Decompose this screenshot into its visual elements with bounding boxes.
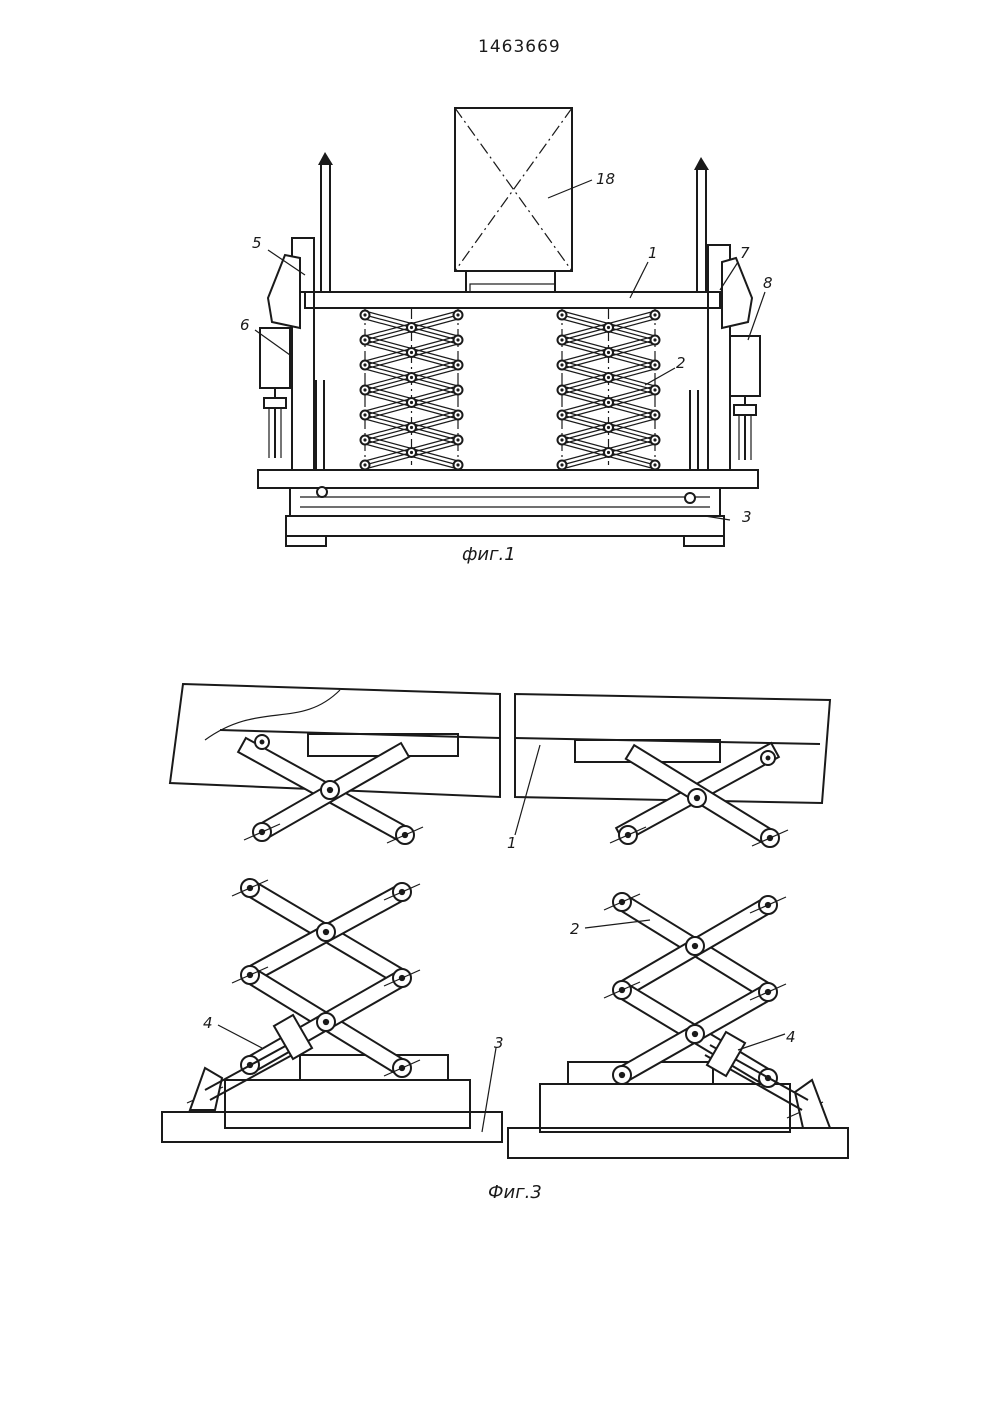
fig3-label-2: 2 [570,920,580,938]
upper-platform-1 [300,291,725,309]
fig3-label-3: 3 [494,1034,504,1052]
scissor-pivot-center [560,313,564,317]
label-8: 8 [763,274,773,292]
pin-axis-mark [749,983,787,1001]
link-pivot-center [326,786,334,794]
pin-axis-mark [231,966,269,984]
scissor-pivot-center [456,388,460,392]
fig3-label-4-right: 4 [786,1028,796,1046]
scissor-pivot-center [363,388,367,392]
scissor-pivot-center [409,350,414,355]
scissor-pivot-center [653,363,657,367]
scissor-pivot-center [363,438,367,442]
load-box-18 [454,107,573,293]
link-pivot-center [765,755,771,761]
fig3-leaders [217,744,786,1133]
link-pivot-center [693,794,701,802]
guide-rods [315,152,709,470]
scissor-pivot-center [456,413,460,417]
label-1: 1 [648,244,658,262]
scissor-pivot-center [606,400,611,405]
pin-axis-mark [749,896,787,914]
link-pivot-center [322,1018,330,1026]
fig1-leaders [254,179,766,521]
link-pivot-center [691,1030,699,1038]
scissor-pivot-center [409,375,414,380]
scissor-pivot-center [560,388,564,392]
scissor-pivot-center [606,425,611,430]
fig3-label-1: 1 [507,834,517,852]
cylinders [259,327,761,460]
scissor-pivot-center [456,463,460,467]
pin-axis-mark [231,879,269,897]
scissor-pivot-center [606,350,611,355]
scissor-pivot-center [409,450,414,455]
link-pivot-center [259,739,265,745]
scissor-pivot-center [560,363,564,367]
pin-axis-mark [609,826,647,844]
scissor-pivot-center [653,438,657,442]
actuators-4 [188,1013,832,1129]
scissor-pivot-center [456,363,460,367]
scissor-pivot-center [606,325,611,330]
patent-number: 1463669 [478,37,561,57]
scissor-pivot-center [653,463,657,467]
pin-axis-mark [751,829,789,847]
scissor-pivot-center [606,450,611,455]
scissor-pivot-center [363,313,367,317]
pin-axis-mark [386,826,424,844]
scissor-pivot-center [456,338,460,342]
scissor-pivot-center [363,363,367,367]
figure-1-caption: фиг.1 [462,544,516,565]
pin-axis-mark [383,1059,421,1077]
scissor-pivot-center [606,375,611,380]
label-7: 7 [740,244,750,262]
scissor-pivot-center [560,463,564,467]
figure-1: 18 1 2 5 6 7 8 3 фиг.1 [240,107,773,565]
label-5: 5 [252,234,262,252]
scissor-pivot-center [560,338,564,342]
scissor-pivot-center [409,325,414,330]
link-pivot-center [691,942,699,950]
scissor-pivot-center [456,438,460,442]
figure-3: 1 2 4 4 3 Фиг.3 [161,682,849,1203]
base-frame-3 [257,469,759,547]
scissor-pivot-center [560,438,564,442]
scissor-pivot-center [560,413,564,417]
scissor-stacks-2 [359,307,661,471]
pin-axis-mark [603,981,641,999]
label-18: 18 [596,170,615,188]
scissor-pivot-center [409,400,414,405]
label-2: 2 [676,354,686,372]
scissor-pivot-center [409,425,414,430]
scissor-pivot-center [653,313,657,317]
pin-axis-mark [383,969,421,987]
scissor-pivot-center [653,413,657,417]
scissor-pivot-center [456,313,460,317]
figure-3-caption: Фиг.3 [488,1182,542,1203]
label-6: 6 [240,316,250,334]
scissor-pivot-center [363,338,367,342]
pin-axis-mark [603,893,641,911]
scissor-pivot-center [363,413,367,417]
pin-axis-mark [243,823,281,841]
side-frames [266,237,754,471]
scissor-pivot-center [653,338,657,342]
pin-axis-mark [383,883,421,901]
label-3: 3 [742,508,752,526]
fig3-label-4-left: 4 [203,1014,213,1032]
scissor-pivot-center [653,388,657,392]
link-pivot-center [322,928,330,936]
scissor-pivot-center [363,463,367,467]
link-pivot-center [618,1071,626,1079]
